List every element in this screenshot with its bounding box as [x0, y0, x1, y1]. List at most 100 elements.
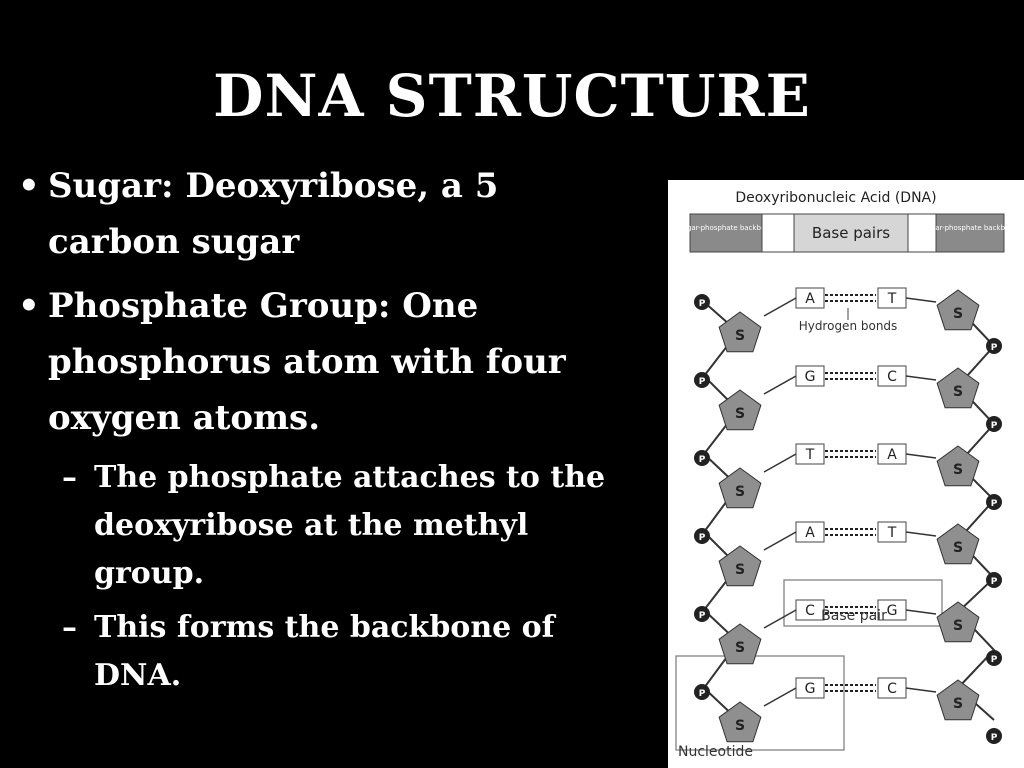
- base-left-box: [795, 599, 825, 621]
- base-right-letter: A: [887, 447, 897, 463]
- phosphate-label-right: P: [991, 577, 998, 587]
- base-left-letter: T: [805, 447, 815, 463]
- phosphate-label-left: P: [699, 377, 706, 387]
- base-left-box: [795, 443, 825, 465]
- dna-diagram-svg: Deoxyribonucleic Acid (DNA) Sugar-phosph…: [675, 190, 1018, 760]
- sugar-pentagon-left: [718, 311, 762, 353]
- sugar-label-right: S: [953, 540, 963, 556]
- sugar-label-left: S: [735, 718, 745, 734]
- base-pair-box: [783, 579, 943, 627]
- base-sugar-connector: [905, 453, 937, 459]
- phosphate-label-right: P: [991, 343, 998, 353]
- sugar-pentagon-left: [718, 701, 762, 743]
- phosphate-right: [986, 416, 1002, 432]
- bullet-text: Sugar: Deoxyribose, a 5 carbon sugar: [48, 166, 499, 262]
- base-left-letter: A: [805, 525, 815, 541]
- base-pair-label: Base pair: [821, 608, 887, 624]
- phosphate-left: [694, 294, 710, 310]
- phosphate-left: [694, 450, 710, 466]
- slide-title: DNA STRUCTURE: [213, 62, 811, 130]
- phosphate-label-left: P: [699, 299, 706, 309]
- phosphate-label-right: P: [991, 421, 998, 431]
- phosphate-right: [986, 494, 1002, 510]
- bullet-text: Phosphate Group: One phosphorus atom wit…: [48, 286, 566, 438]
- base-right-letter: C: [887, 681, 897, 697]
- sugar-pentagon-right: [936, 523, 980, 565]
- phosphate-label-right: P: [991, 499, 998, 509]
- phosphate-label-right: P: [991, 655, 998, 665]
- header-base-pairs-label: Base pairs: [812, 224, 890, 242]
- sugar-pentagon-left: [718, 467, 762, 509]
- sugar-label-right: S: [953, 384, 963, 400]
- base-right-letter: C: [887, 369, 897, 385]
- diagram-title: Deoxyribonucleic Acid (DNA): [735, 190, 936, 206]
- base-sugar-connector: [905, 375, 937, 381]
- subbullet-text: The phosphate attaches to the deoxyribos…: [94, 460, 606, 591]
- base-sugar-connector: [905, 297, 937, 303]
- header-backbone-left-label: Sugar-phosphate backbone: [678, 224, 774, 232]
- sugar-label-right: S: [953, 462, 963, 478]
- phosphate-label-left: P: [699, 533, 706, 543]
- phosphate-right: [986, 338, 1002, 354]
- base-right-letter: T: [887, 291, 897, 307]
- base-right-letter: G: [887, 603, 898, 619]
- phosphate-left: [694, 372, 710, 388]
- phosphate-label-left: P: [699, 689, 706, 699]
- subbullet-item: – The phosphate attaches to the deoxyrib…: [62, 454, 658, 598]
- base-left-box: [795, 521, 825, 543]
- sugar-pentagon-left: [718, 389, 762, 431]
- phosphate-label-right: P: [991, 733, 998, 743]
- nucleotide-label: Nucleotide: [678, 744, 753, 760]
- sugar-pentagon-left: [718, 545, 762, 587]
- base-sugar-connector: [905, 687, 937, 693]
- base-sugar-connector: [763, 297, 797, 317]
- dna-diagram: Deoxyribonucleic Acid (DNA) Sugar-phosph…: [668, 180, 1024, 768]
- subbullet-marker: –: [62, 610, 77, 645]
- sugar-label-right: S: [953, 618, 963, 634]
- slide-content: • Sugar: Deoxyribose, a 5 carbon sugar •…: [18, 158, 658, 706]
- base-sugar-connector: [905, 531, 937, 537]
- sugar-pentagon-right: [936, 367, 980, 409]
- phosphate-left: [694, 606, 710, 622]
- phosphate-label-left: P: [699, 611, 706, 621]
- base-sugar-connector: [763, 609, 797, 629]
- header-gap-left: [761, 213, 795, 253]
- sugar-label-left: S: [735, 562, 745, 578]
- base-left-letter: G: [805, 369, 816, 385]
- phosphate-label-left: P: [699, 455, 706, 465]
- header-gap-right: [907, 213, 937, 253]
- base-right-letter: T: [887, 525, 897, 541]
- phosphate-right: [986, 572, 1002, 588]
- phosphate-right: [986, 650, 1002, 666]
- subbullet-marker: –: [62, 460, 77, 495]
- phosphate-left: [694, 528, 710, 544]
- sugar-pentagon-right: [936, 289, 980, 331]
- nucleotide-box: [675, 655, 845, 751]
- sugar-pentagon-right: [936, 445, 980, 487]
- bullet-marker: •: [18, 286, 40, 326]
- base-sugar-connector: [763, 687, 797, 707]
- subbullet-text: This forms the backbone of DNA.: [94, 610, 555, 693]
- base-left-box: [795, 365, 825, 387]
- base-left-box: [795, 677, 825, 699]
- phosphate-right: [986, 728, 1002, 744]
- bullet-item: • Phosphate Group: One phosphorus atom w…: [18, 278, 658, 446]
- phosphate-left: [694, 684, 710, 700]
- base-sugar-connector: [905, 609, 937, 615]
- base-sugar-connector: [763, 531, 797, 551]
- header-backbone-right: [935, 213, 1005, 253]
- subbullet-item: – This forms the backbone of DNA.: [62, 604, 658, 700]
- sugar-label-left: S: [735, 640, 745, 656]
- sugar-pentagon-right: [936, 601, 980, 643]
- bullet-item: • Sugar: Deoxyribose, a 5 carbon sugar: [18, 158, 658, 270]
- header-base-pairs: [793, 213, 909, 253]
- hydrogen-bonds-label: Hydrogen bonds: [799, 319, 898, 333]
- sugar-label-right: S: [953, 306, 963, 322]
- base-sugar-connector: [763, 375, 797, 395]
- sugar-label-left: S: [735, 328, 745, 344]
- sugar-label-left: S: [735, 484, 745, 500]
- base-left-box: [795, 287, 825, 309]
- base-sugar-connector: [763, 453, 797, 473]
- base-left-letter: A: [805, 291, 815, 307]
